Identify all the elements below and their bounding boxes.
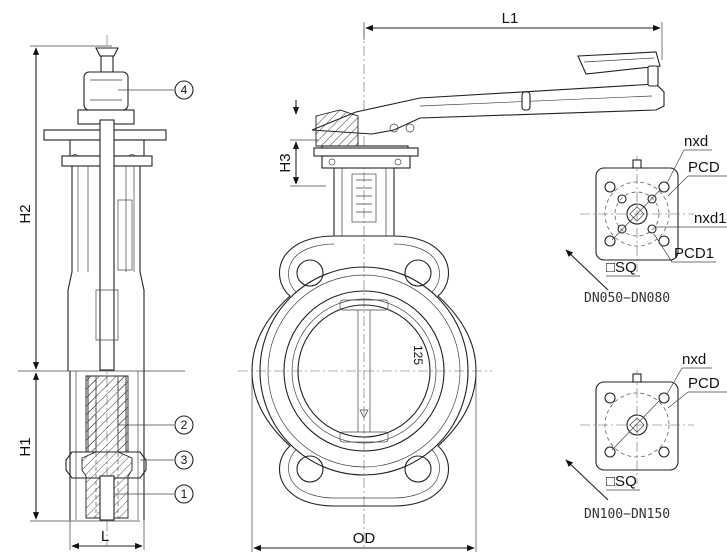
callout-4-label: 4 (181, 83, 188, 97)
large-flange-caption: DN100−DN150 (584, 507, 670, 522)
large-nxd-label: nxd (682, 351, 706, 368)
h3-label: H3 (277, 153, 294, 172)
l-label: L (101, 528, 109, 545)
flange-detail-large: nxd PCD □SQ DN100−DN150 (565, 351, 727, 522)
small-nxd1-label: nxd1 (694, 210, 727, 227)
flange-detail-small: nxd PCD nxd1 PCD1 □SQ DN050−DN080 (565, 133, 727, 306)
callout-3-label: 3 (181, 453, 188, 467)
callout-3: 3 (174, 450, 194, 470)
large-sq-label: □SQ (606, 473, 637, 490)
body-size-mark: 125 (411, 345, 425, 365)
small-pcd1-label: PCD1 (674, 245, 714, 262)
small-sq-label: □SQ (606, 259, 637, 276)
small-nxd-label: nxd (684, 133, 708, 150)
h2-label: H2 (17, 204, 34, 223)
callout-1-label: 1 (181, 487, 188, 501)
side-section-view: 4 2 3 1 H2 H1 L (17, 35, 194, 550)
front-view: L1 H3 (238, 10, 665, 552)
small-pcd-label: PCD (688, 159, 720, 176)
l1-label: L1 (502, 10, 519, 27)
callout-2-label: 2 (181, 418, 188, 432)
callout-1: 1 (174, 484, 194, 504)
callout-4: 4 (174, 80, 194, 100)
h1-label: H1 (17, 437, 34, 456)
large-pcd-label: PCD (688, 375, 720, 392)
callout-2: 2 (174, 415, 194, 435)
small-flange-caption: DN050−DN080 (584, 291, 670, 306)
od-label: OD (353, 530, 376, 547)
